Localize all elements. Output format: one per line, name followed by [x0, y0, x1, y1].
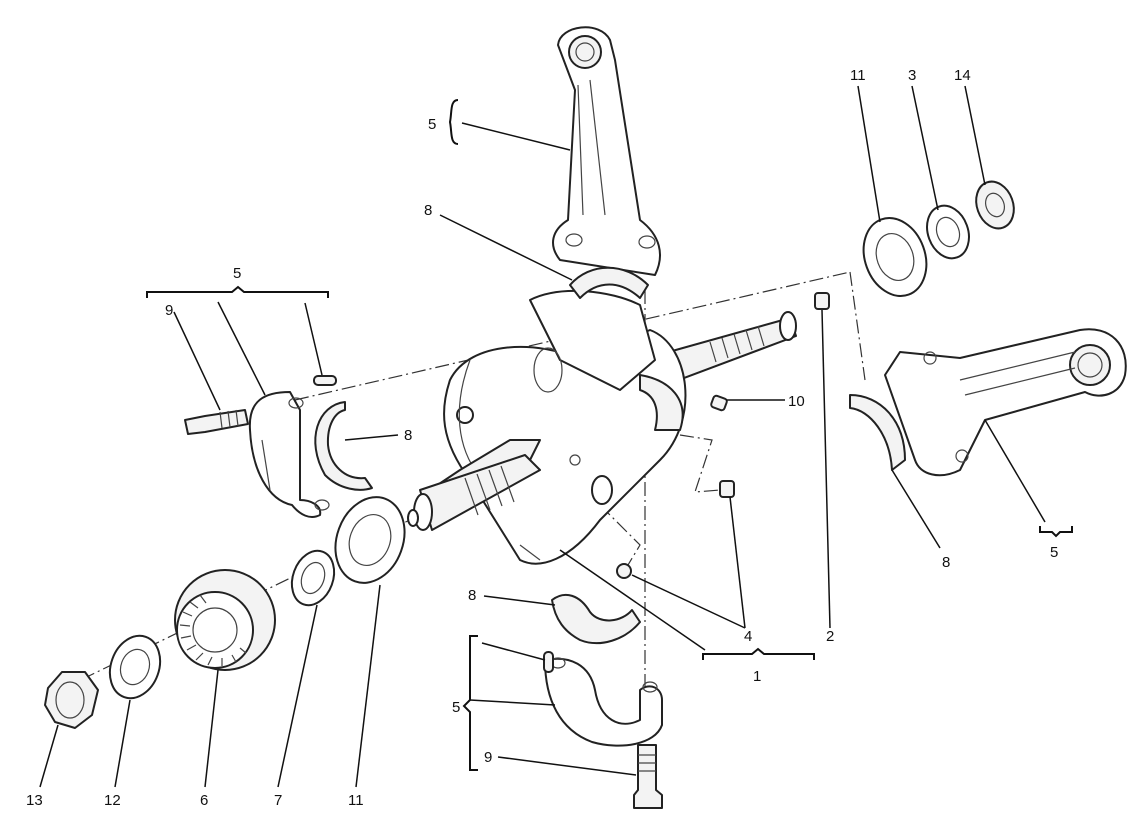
right-side-parts [862, 180, 1015, 297]
callout-3: 3 [908, 67, 916, 84]
bearing-cap-left [184, 375, 373, 518]
callout-11-bottom: 11 [348, 792, 364, 809]
callout-9-bottom: 9 [484, 749, 492, 766]
callout-9-left: 9 [165, 302, 173, 319]
front-side-parts [44, 496, 406, 729]
callout-13: 13 [26, 792, 43, 809]
bracket-top [448, 99, 459, 145]
connecting-rod-top [552, 26, 661, 299]
bearing-cap-bottom [543, 593, 663, 809]
bracket-shaft [702, 647, 815, 660]
callout-7: 7 [274, 792, 282, 809]
callout-11-top: 11 [850, 67, 866, 84]
callout-5-right: 5 [1050, 544, 1058, 561]
callout-8-top: 8 [424, 202, 432, 219]
callout-8-right: 8 [942, 554, 950, 571]
callout-10: 10 [788, 393, 805, 410]
brackets [146, 99, 1073, 771]
callout-14: 14 [954, 67, 971, 84]
callout-8-bottom: 8 [468, 587, 476, 604]
crankshaft [407, 290, 830, 579]
leader-lines [39, 85, 1046, 788]
callout-12: 12 [104, 792, 121, 809]
callout-8-left: 8 [404, 427, 412, 444]
callout-2: 2 [826, 628, 834, 645]
callout-5-left: 5 [233, 265, 241, 282]
bracket-left [146, 285, 329, 298]
bracket-right [1039, 526, 1073, 538]
bracket-bottom [462, 635, 478, 771]
callout-5-bottom: 5 [452, 699, 460, 716]
callout-labels: 5 8 11 3 14 5 9 8 10 4 2 1 8 5 8 5 9 11 … [26, 67, 1058, 809]
callout-1: 1 [753, 668, 761, 685]
callout-6: 6 [200, 792, 208, 809]
callout-4: 4 [744, 628, 752, 645]
connecting-rod-right [849, 328, 1127, 477]
callout-5-top: 5 [428, 116, 436, 133]
